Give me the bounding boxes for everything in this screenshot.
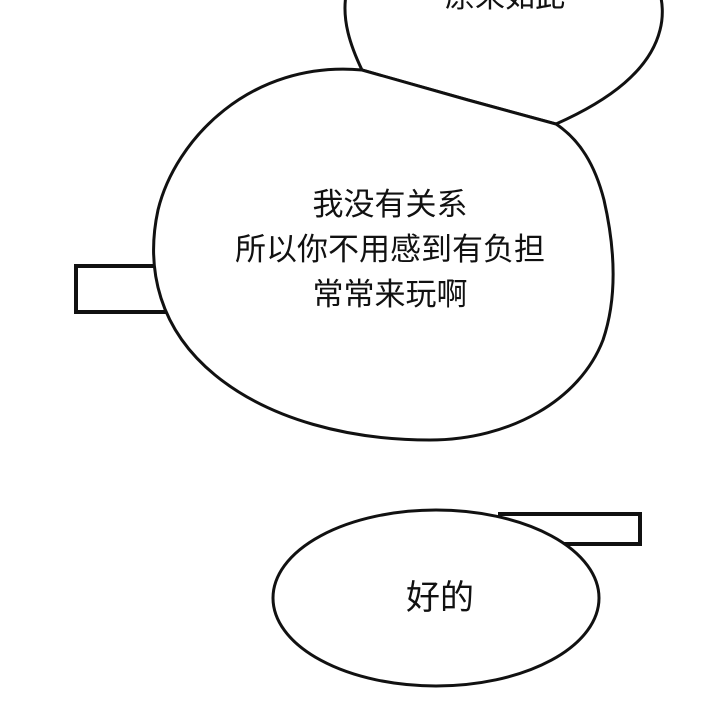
reply-bubble-text: 好的 [406,578,474,618]
main-bubble-line: 我没有关系 [312,187,468,223]
main-bubble-line: 常常来玩啊 [312,277,468,313]
main-speech-bubble [152,67,615,442]
main-bubble-line: 所以你不用感到有负担 [235,232,545,268]
top-bubble-text: 原来如此 [395,0,615,16]
reply-speech-bubble [271,508,601,688]
main-bubble-text: 我没有关系 所以你不用感到有负担 常常来玩啊 [170,183,610,318]
top-speech-bubble [343,0,664,126]
main-bubble-tail-connector [74,264,168,314]
